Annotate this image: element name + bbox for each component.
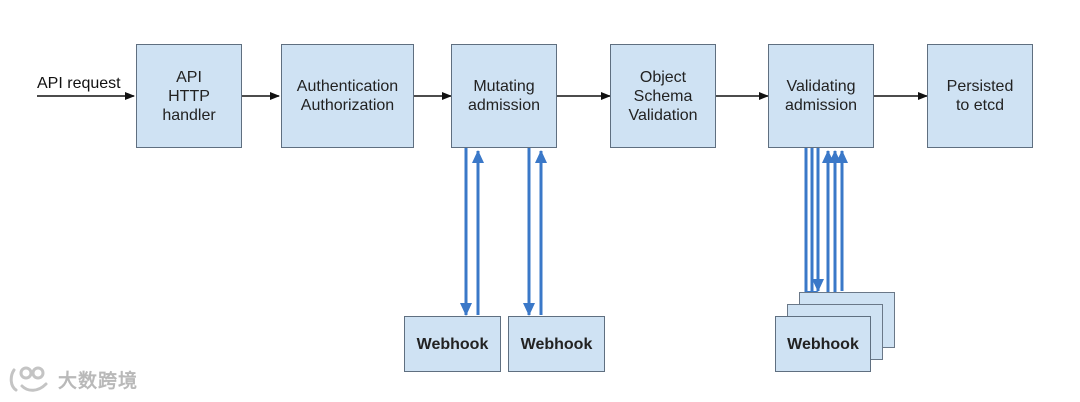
watermark-text: 大数跨境	[58, 370, 139, 392]
watermark-logo-icon	[9, 366, 48, 392]
api-http-handler-box: API HTTP handler	[136, 44, 242, 148]
mutating-webhook-1-box: Webhook	[404, 316, 501, 372]
api-request-label: API request	[37, 75, 121, 92]
persisted-to-etcd-box: Persisted to etcd	[927, 44, 1033, 148]
authentication-authorization-box: Authentication Authorization	[281, 44, 414, 148]
object-schema-validation-box: Object Schema Validation	[610, 44, 716, 148]
validating-admission-box: Validating admission	[768, 44, 874, 148]
mutating-webhook-2-box: Webhook	[508, 316, 605, 372]
webhook-arrows	[460, 148, 848, 316]
mutating-admission-box: Mutating admission	[451, 44, 557, 148]
watermark: 大数跨境	[8, 364, 138, 394]
validating-webhook-box: Webhook	[775, 316, 871, 372]
